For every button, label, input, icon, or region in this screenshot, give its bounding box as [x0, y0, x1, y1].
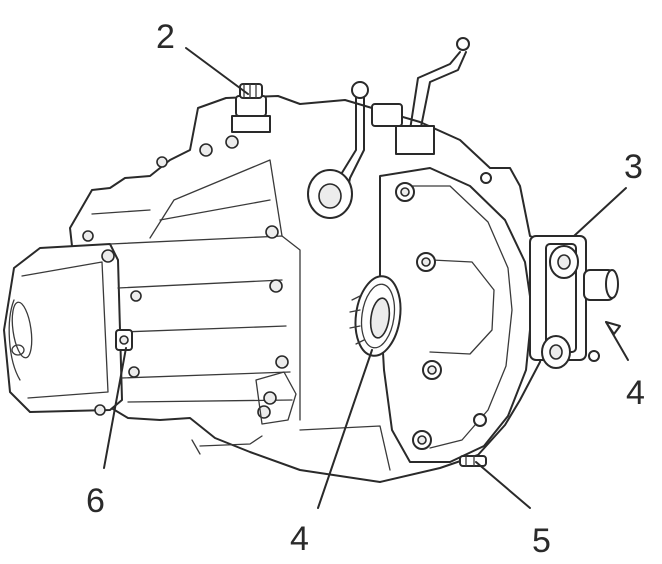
- callout-4-bottom: 4: [290, 520, 309, 558]
- differential-housing: [379, 167, 533, 463]
- callout-5: 5: [532, 522, 551, 560]
- oil-seal-left: [349, 275, 402, 357]
- filler-plug: [115, 329, 133, 351]
- right-output-seal: [529, 235, 619, 369]
- callout-4-right: 4: [626, 374, 645, 412]
- callout-3: 3: [624, 148, 643, 186]
- top-switch-sensor: [231, 83, 271, 133]
- drain-plug: [459, 455, 487, 467]
- callout-6: 6: [86, 482, 105, 520]
- differential-bolts: [395, 172, 492, 450]
- case-bolts-left: [82, 135, 289, 419]
- callout-2: 2: [156, 18, 175, 56]
- leader-lines: [103, 47, 629, 509]
- selector-lever: [335, 37, 470, 199]
